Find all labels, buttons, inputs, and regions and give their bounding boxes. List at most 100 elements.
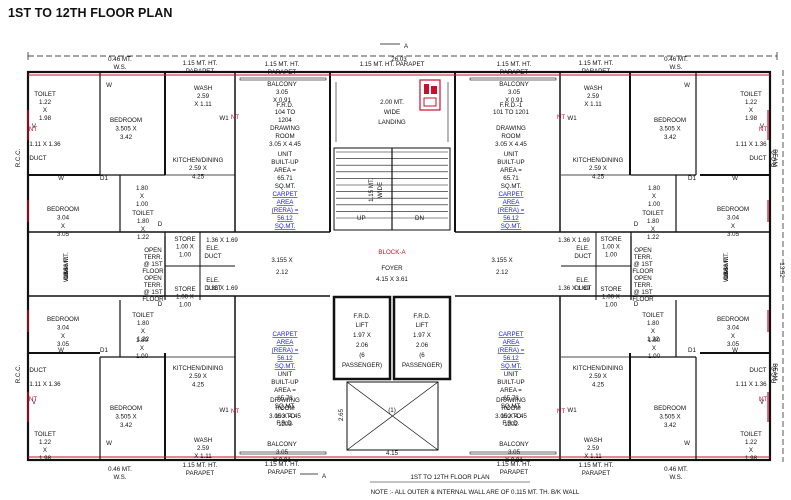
top-right-ws-outer: 0.46 MT.W.S.	[664, 56, 688, 71]
top-left-toilet-outer-line: TOILET	[34, 91, 56, 98]
bottom-right-bedroom-outer-line: BEDROOM	[654, 405, 686, 412]
top-right-toilet-outer-line: 1.22	[745, 99, 758, 106]
bottom-right-ws-label-line: 0.46 MT.	[723, 256, 730, 280]
top-left-duct-size: 1.11 X 1.36	[29, 141, 61, 148]
top-right-ws-label-line: 0.46 MT.	[723, 252, 730, 276]
top-left-toilet-outer-line: X	[43, 107, 47, 114]
bottom-right-toilet-outer-line: TOILET	[740, 431, 762, 438]
top-left-balcony-line: BALCONY	[267, 81, 297, 88]
top-right-kitchen-line: 2.59 X	[589, 165, 607, 172]
top-left-open-terr-line: FLOOR	[142, 268, 164, 275]
top-left-ele-duct: ELE.DUCT	[204, 245, 221, 260]
lift-left: F.R.D. LIFT 1.97 X 2.06 (6 PASSENGER)	[332, 295, 392, 381]
lift-left-line4: (6	[359, 352, 365, 359]
top-left-parapet-outer-line: PARAPET	[186, 68, 215, 75]
top-left-ws-label: 0.46 MT.W.S.	[63, 252, 70, 278]
top-left-w1-mark-line: W1	[219, 115, 229, 122]
bottom-right-w2: W	[732, 347, 738, 354]
bottom-left-ele-duct-line: DUCT	[204, 285, 221, 292]
top-right-v1-line: V	[760, 123, 765, 130]
bottom-right-bedroom-mid-line: 3.04	[727, 324, 740, 331]
bottom-right-ws-outer-line: W.S.	[669, 474, 682, 481]
top-left-parapet-balc: 1.15 MT. HT.PARAPET	[265, 61, 300, 76]
top-right-parapet-balc: 1.15 MT. HT.PARAPET	[497, 61, 532, 76]
bottom-right-bedroom-outer-line: 3.505 X	[659, 413, 680, 420]
top-left-toilet-outer-line: 1.98	[39, 115, 52, 122]
top-left-parapet-outer-line: 1.15 MT. HT.	[183, 60, 218, 67]
bottom-left-open-terr-line: OPEN	[144, 275, 162, 282]
top-left-rcc-line: R.C.C.	[15, 148, 22, 167]
section-marker-bottom: A	[300, 473, 327, 480]
bottom-right-parapet-outer-line: 1.15 MT. HT.	[579, 462, 614, 469]
bottom-right-bedroom-outer-line: 3.42	[664, 422, 677, 429]
top-right-kitchen-line: KITCHEN/DINING	[573, 157, 624, 164]
overall-width-label: 26.03	[391, 56, 407, 63]
top-left-parapet-outer: 1.15 MT. HT.PARAPET	[183, 60, 218, 75]
bottom-right-w2-line: W	[732, 347, 738, 354]
overall-width-dimension: 26.03	[27, 52, 778, 63]
section-marker-top: A	[380, 43, 409, 50]
top-left-toilet-mid-line: TOILET	[132, 210, 154, 217]
top-right-nt: NT	[557, 114, 565, 121]
lift-left-line1: LIFT	[356, 322, 369, 329]
bottom-left-v1-line: V	[32, 399, 37, 406]
top-right-parapet-outer-line: PARAPET	[582, 68, 611, 75]
overall-depth-label: 13.52	[778, 262, 785, 278]
top-right-w1-mark-line: W1	[567, 115, 577, 122]
top-right-drawing-room-line: DRAWING	[496, 125, 526, 132]
bottom-right-d-line: D	[634, 301, 639, 308]
top-right-balcony-line: X 0.91	[505, 97, 523, 104]
top-right-w1: W	[684, 82, 690, 89]
top-right-drawing-room-line: 3.05 X 4.45	[495, 141, 527, 148]
bottom-left-w2-line: W	[58, 347, 64, 354]
lift-right-line5: PASSENGER)	[402, 362, 442, 369]
bottom-right-parapet-balc-line: PARAPET	[500, 469, 529, 476]
bottom-left-nt: NT	[231, 408, 239, 415]
bottom-left-bedroom-outer-line: 3.505 X	[115, 413, 136, 420]
bottom-left-toilet-outer-line: 1.22	[39, 439, 52, 446]
lobby-right-size-2: 2.12	[496, 269, 509, 276]
bottom-right-passage-line: X	[652, 345, 656, 352]
lift-left-line3: 2.06	[356, 342, 369, 349]
lift-left-line2: 1.97 X	[353, 332, 371, 339]
top-right-ws-label: 0.46 MT.W.S.	[723, 252, 730, 278]
top-left-toilet-mid-line: X	[141, 226, 145, 233]
bottom-right-ele-duct-line: ELE.	[576, 277, 590, 284]
top-left-carpet-line: CARPET	[272, 191, 297, 198]
top-right-balcony-rail	[469, 77, 557, 81]
top-right-unit-area-line: BUILT-UP	[497, 159, 524, 166]
bottom-left-rcc-line: R.C.C.	[15, 364, 22, 383]
top-left-nt2: NT	[29, 126, 37, 133]
top-left-nt-line: NT	[231, 114, 239, 121]
top-right-store-top-line: STORE	[600, 236, 621, 243]
top-right-lobby-duct-size: 1.36 X 1.69	[558, 237, 590, 244]
bottom-left-ele-duct-line: ELE.	[206, 277, 220, 284]
top-right-store-top-line: 1.00	[605, 251, 618, 258]
bottom-right-nt-line: NT	[557, 408, 565, 415]
top-left-kitchen-line: 2.59 X	[189, 165, 207, 172]
staircase: UP DN 1.15 MT. WIDE	[333, 147, 451, 231]
top-left-balcony-rail	[239, 77, 327, 81]
lift-right-line4: (6	[419, 352, 425, 359]
top-right-bedroom-mid-line: X	[731, 223, 735, 230]
top-left-duct: DUCT	[29, 155, 46, 162]
bottom-left-wash-line: X 1.11	[194, 453, 212, 460]
lift-left-line5: PASSENGER)	[342, 362, 382, 369]
landing: 2.00 MT. WIDE LANDING 1.15 MT. HT. PARAP…	[335, 61, 449, 142]
top-left-carpet-line: SQ.MT.	[275, 223, 296, 230]
top-right-wash-line: WASH	[584, 85, 602, 92]
bottom-left-lobby-duct-size-line: 1.36 X 1.69	[206, 285, 238, 292]
top-right-wash-line: 2.59	[587, 93, 600, 100]
beam-right-bottom: BEAM	[771, 363, 778, 381]
top-left-open-terr-line: OPEN	[144, 247, 162, 254]
bottom-left-carpet-line: CARPET	[272, 331, 297, 338]
bottom-left-parapet-balc: 1.15 MT. HT.PARAPET	[265, 461, 300, 476]
